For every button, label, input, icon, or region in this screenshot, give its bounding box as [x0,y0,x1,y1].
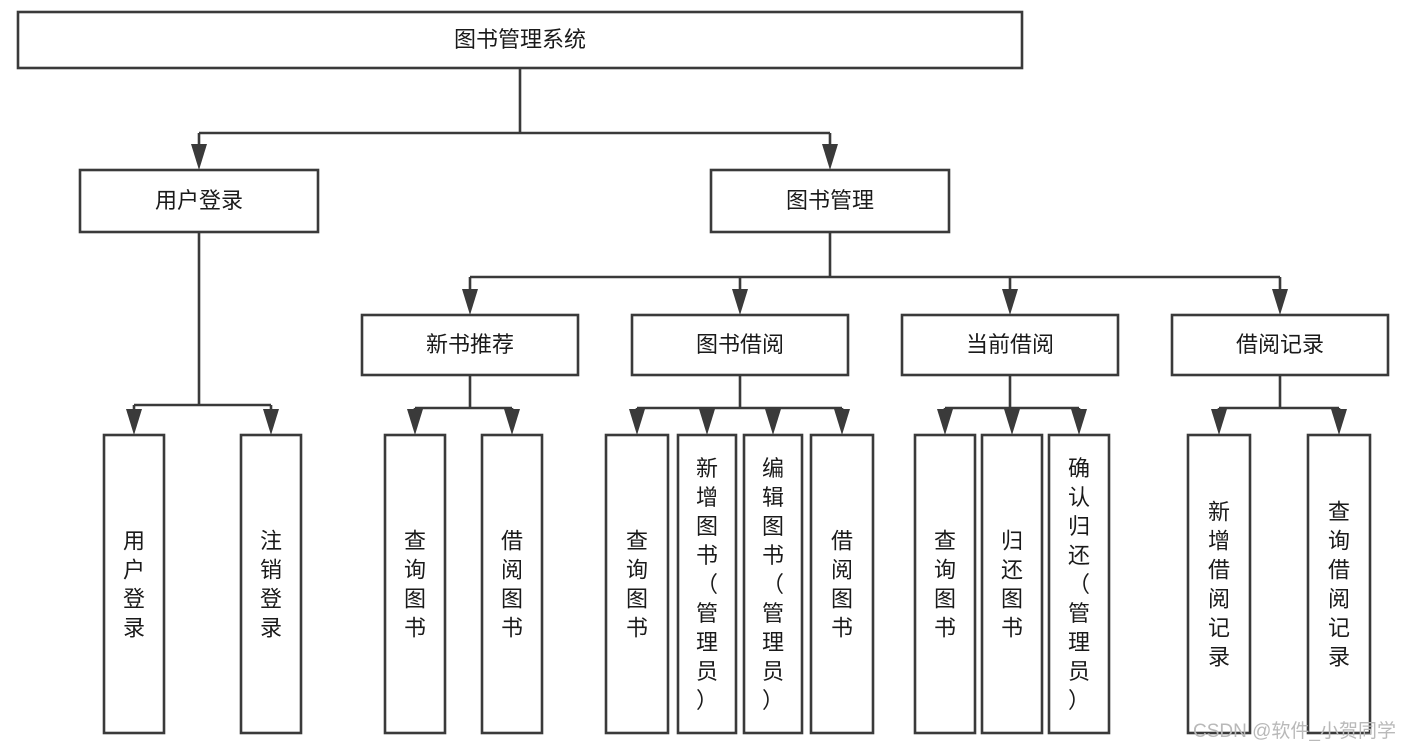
node-label-book-borrow: 图书借阅 [696,332,784,357]
node-label-current-borrow: 当前借阅 [966,332,1054,357]
node-box-leaf-add-book[interactable] [676,433,738,735]
node-leaf-return-book[interactable]: 归还图书 [980,433,1044,735]
node-label-leaf-return-book: 归还图书 [1001,529,1023,641]
node-box-book-management[interactable] [709,168,951,234]
connector-lines [126,68,1347,435]
node-new-book-recommend[interactable]: 新书推荐 [360,313,580,377]
node-box-leaf-user-login[interactable] [102,433,166,735]
node-box-current-borrow[interactable] [900,313,1120,377]
node-label-root: 图书管理系统 [454,27,586,52]
node-leaf-query-book-1[interactable]: 查询图书 [383,433,447,735]
node-label-leaf-borrow-book-2: 借阅图书 [831,529,853,641]
node-leaf-logout-login[interactable]: 注销登录 [239,433,303,735]
node-box-leaf-borrow-book-2[interactable] [809,433,875,735]
node-box-leaf-confirm-return[interactable] [1047,433,1111,735]
node-box-leaf-query-record[interactable] [1306,433,1372,735]
node-box-leaf-logout-login[interactable] [239,433,303,735]
node-label-leaf-add-record: 新增借阅记录 [1208,500,1230,670]
node-label-leaf-query-book-1: 查询图书 [404,529,426,641]
node-box-leaf-query-book-2[interactable] [604,433,670,735]
node-root[interactable]: 图书管理系统 [16,10,1024,70]
node-label-leaf-logout-login: 注销登录 [260,529,282,641]
node-group: 图书管理系统用户登录图书管理新书推荐图书借阅当前借阅借阅记录用户登录注销登录查询… [16,10,1390,735]
node-box-leaf-borrow-book-1[interactable] [480,433,544,735]
node-box-root[interactable] [16,10,1024,70]
node-box-user-login[interactable] [78,168,320,234]
node-label-leaf-add-book: 新增图书（管理员） [696,456,718,713]
node-label-leaf-user-login: 用户登录 [123,529,145,641]
node-leaf-query-book-3[interactable]: 查询图书 [913,433,977,735]
node-box-new-book-recommend[interactable] [360,313,580,377]
node-book-borrow[interactable]: 图书借阅 [630,313,850,377]
node-label-leaf-edit-book: 编辑图书（管理员） [762,456,784,713]
node-label-book-management: 图书管理 [786,188,874,213]
node-leaf-user-login[interactable]: 用户登录 [102,433,166,735]
node-label-leaf-borrow-book-1: 借阅图书 [501,529,523,641]
node-book-management[interactable]: 图书管理 [709,168,951,234]
node-leaf-confirm-return[interactable]: 确认归还（管理员） [1047,433,1111,735]
node-label-user-login: 用户登录 [155,188,243,213]
node-leaf-edit-book[interactable]: 编辑图书（管理员） [742,433,804,735]
node-label-leaf-query-book-3: 查询图书 [934,529,956,641]
node-box-leaf-add-record[interactable] [1186,433,1252,735]
node-label-leaf-confirm-return: 确认归还（管理员） [1068,456,1090,713]
node-user-login[interactable]: 用户登录 [78,168,320,234]
node-box-leaf-return-book[interactable] [980,433,1044,735]
node-borrow-record[interactable]: 借阅记录 [1170,313,1390,377]
node-label-leaf-query-record: 查询借阅记录 [1328,500,1350,670]
node-leaf-borrow-book-2[interactable]: 借阅图书 [809,433,875,735]
node-label-borrow-record: 借阅记录 [1236,332,1324,357]
node-box-leaf-query-book-3[interactable] [913,433,977,735]
node-label-new-book-recommend: 新书推荐 [426,332,514,357]
node-leaf-add-book[interactable]: 新增图书（管理员） [676,433,738,735]
node-box-book-borrow[interactable] [630,313,850,377]
csdn-watermark: CSDN @软件_小贺同学 [1193,720,1396,742]
node-leaf-query-book-2[interactable]: 查询图书 [604,433,670,735]
node-box-leaf-edit-book[interactable] [742,433,804,735]
node-box-leaf-query-book-1[interactable] [383,433,447,735]
node-leaf-borrow-book-1[interactable]: 借阅图书 [480,433,544,735]
node-box-borrow-record[interactable] [1170,313,1390,377]
node-label-leaf-query-book-2: 查询图书 [626,529,648,641]
node-leaf-add-record[interactable]: 新增借阅记录 [1186,433,1252,735]
node-leaf-query-record[interactable]: 查询借阅记录 [1306,433,1372,735]
node-current-borrow[interactable]: 当前借阅 [900,313,1120,377]
